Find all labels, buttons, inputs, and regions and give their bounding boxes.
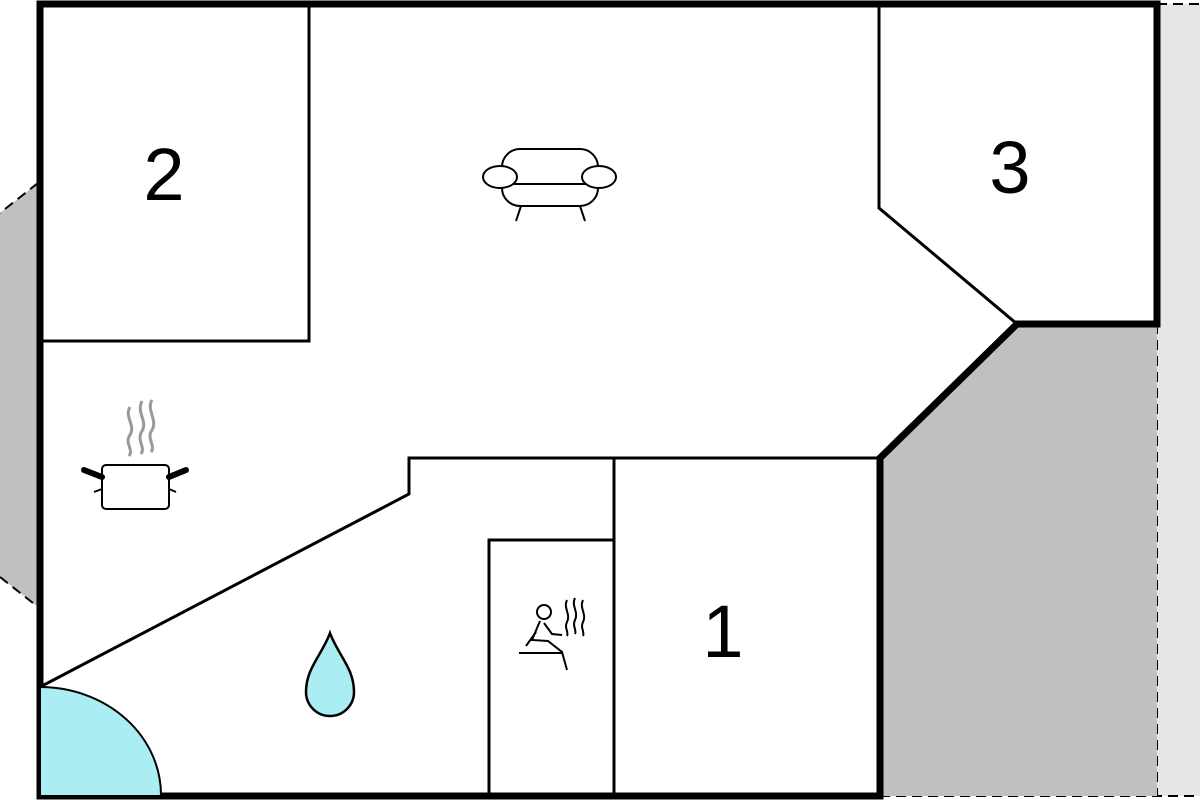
room-number-1: 1 xyxy=(702,590,743,673)
bedroom-3-walls xyxy=(877,4,1018,326)
interior-walls xyxy=(39,4,1018,796)
room-number-2: 2 xyxy=(143,133,184,216)
cooking-pot-icon xyxy=(81,399,189,510)
water-drop-icon xyxy=(304,629,356,718)
terrace xyxy=(880,324,1157,796)
bedroom-2-walls xyxy=(40,4,311,343)
bathroom-upper-wall xyxy=(39,456,880,689)
right-outdoor-strip xyxy=(1157,4,1200,796)
sauna-walls xyxy=(487,538,614,796)
sauna-icon xyxy=(519,597,586,671)
left-balcony-dashed-edge xyxy=(0,182,39,214)
left-balcony xyxy=(0,183,38,607)
shower-area xyxy=(39,685,163,797)
outer-walls xyxy=(36,0,1161,800)
room-number-3: 3 xyxy=(989,126,1030,209)
sofa-icon xyxy=(482,148,617,222)
outdoor-areas xyxy=(0,3,1200,797)
left-balcony-dashed-edge-lower xyxy=(0,576,39,608)
